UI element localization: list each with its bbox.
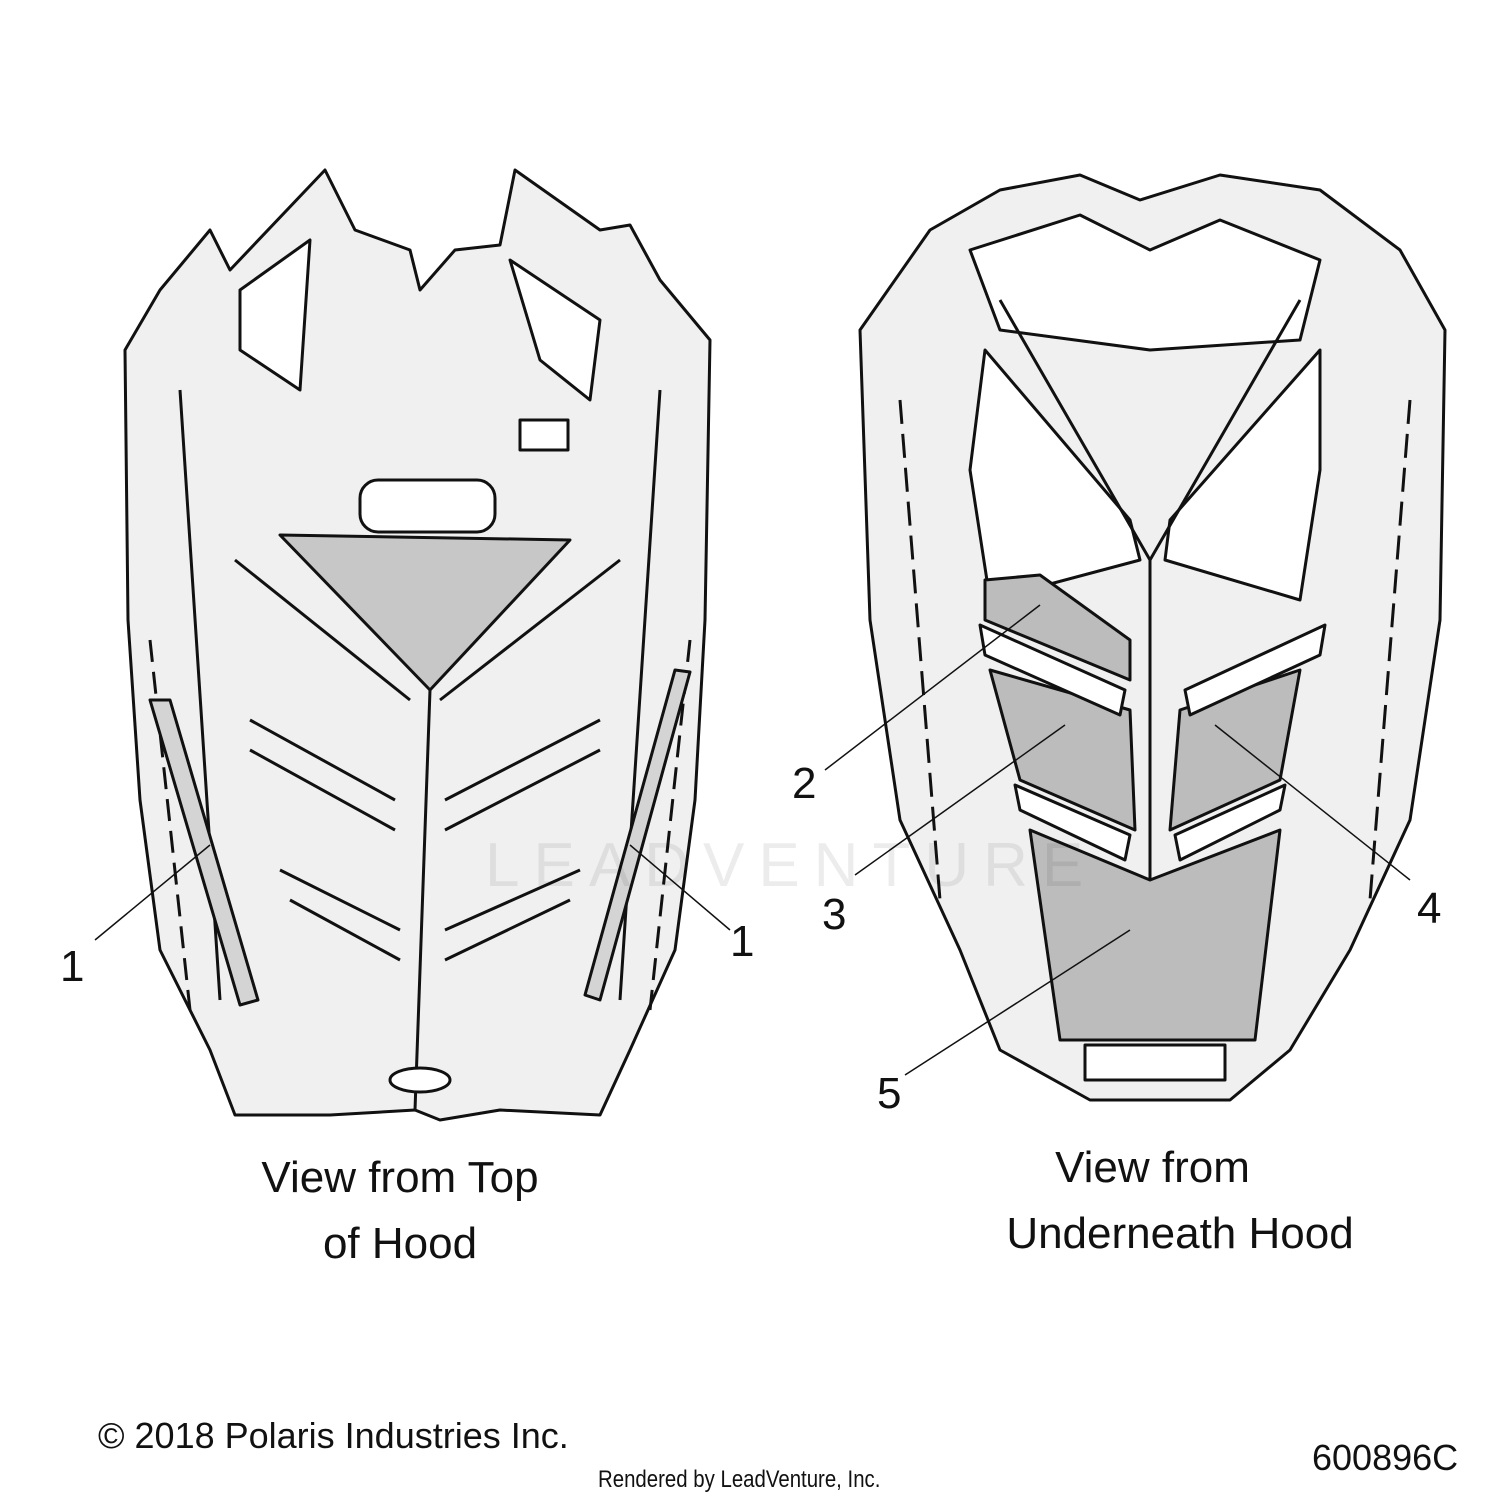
top-vent-left (238, 238, 312, 392)
callout-1-right: 1 (730, 917, 755, 966)
leader-lines (94, 604, 1411, 1076)
watermark-text: LEADVENTURE (485, 831, 1098, 900)
right-side-decal (583, 668, 692, 1002)
drawing-number: 600896C (1312, 1437, 1459, 1478)
top-right-slot (518, 418, 570, 452)
callout-5: 5 (877, 1069, 902, 1118)
hood-underside-view (858, 173, 1447, 1102)
hood-top-view (123, 168, 712, 1122)
top-front-emblem (388, 1066, 452, 1094)
left-side-decal (148, 698, 260, 1007)
underside-top-opening (968, 213, 1322, 352)
copyright-notice: © 2018 Polaris Industries Inc. (98, 1415, 569, 1456)
underside-view-caption: View from Underneath Hood (960, 1135, 1400, 1267)
decal-panel-2 (983, 573, 1132, 682)
top-center-slot (358, 478, 497, 534)
underside-view-caption-line2: Underneath Hood (1006, 1209, 1354, 1258)
callout-3: 3 (822, 890, 847, 939)
top-vent-right (508, 258, 602, 402)
top-view-caption-line2: of Hood (322, 1219, 478, 1268)
top-view-caption: View from Top of Hood (200, 1145, 600, 1277)
underside-front-vent (1083, 1043, 1227, 1082)
underside-left-opening (968, 348, 1142, 602)
callout-1-left: 1 (60, 942, 85, 991)
top-center-v-panel (278, 533, 572, 692)
underside-right-opening (1163, 348, 1322, 602)
underside-view-caption-line1: View from (1055, 1143, 1250, 1192)
top-view-caption-line1: View from Top (261, 1153, 539, 1202)
callout-2: 2 (792, 759, 817, 808)
callout-4: 4 (1417, 884, 1442, 933)
decal-panel-5 (1028, 828, 1282, 1042)
rendered-by-notice: Rendered by LeadVenture, Inc. (598, 1466, 881, 1493)
